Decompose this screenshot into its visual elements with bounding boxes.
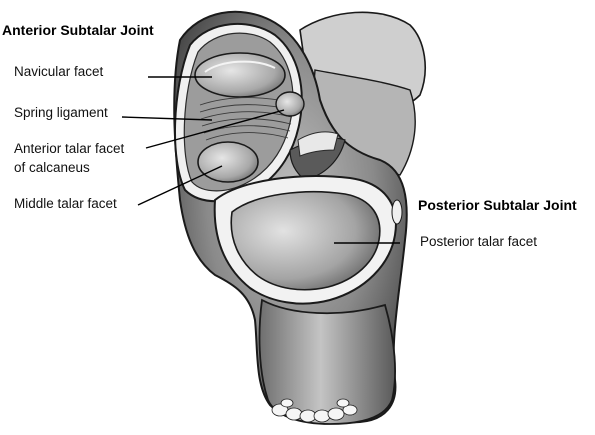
anterior-talar-facet-label: Anterior talar facet of calcaneus [14,139,124,177]
ligament-bundle-shape [297,131,339,157]
leader-anterior-talar [145,109,285,149]
leader-spring [121,116,213,121]
navicular-facet-shape [194,52,286,98]
posterior-talar-facet-label: Posterior talar facet [420,234,538,249]
calcaneal-tuberosity-shape [258,298,396,425]
navicular-facet-highlight [204,60,276,73]
middle-talar-facet-label: Middle talar facet [14,196,117,211]
spring-ligament-label: Spring ligament [14,105,108,120]
navicular-facet-label: Navicular facet [14,64,104,79]
anterior-talar-facet-label-line2: of calcaneus [14,160,90,175]
middle-talar-facet-shape [197,141,259,183]
anterior-subtalar-joint-heading: Anterior Subtalar Joint [2,22,154,38]
posterior-subtalar-joint-heading: Posterior Subtalar Joint [418,197,577,213]
fat-pad-globules [271,398,358,423]
anterior-talar-facet-label-line1: Anterior talar facet [14,141,125,156]
leader-middle-talar [137,165,223,206]
leader-lines [121,76,400,244]
lateral-cartilage-nodule [391,199,403,225]
posterior-talar-facet-shape [230,190,381,291]
anterior-talar-facet-shape [275,91,305,117]
